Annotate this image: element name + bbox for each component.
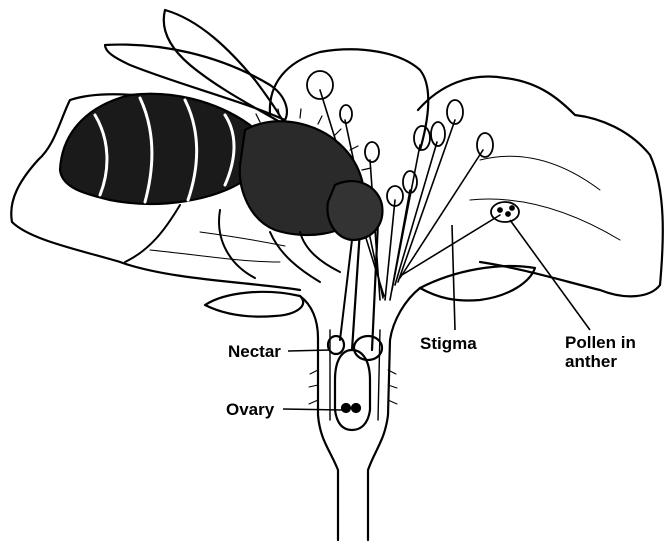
- label-pollen-in-anther: Pollen in anther: [565, 333, 657, 371]
- bee-abdomen: [60, 94, 260, 204]
- bee-proboscis: [340, 240, 352, 340]
- label-pollen-line1: Pollen in: [565, 333, 657, 352]
- label-nectar: Nectar: [228, 342, 281, 361]
- ovary: [335, 350, 370, 430]
- label-stigma: Stigma: [420, 334, 477, 353]
- receptacle: [300, 296, 338, 540]
- leader-stigma: [452, 225, 455, 330]
- sepal-right: [420, 266, 535, 300]
- label-ovary: Ovary: [226, 400, 274, 419]
- leader-ovary: [283, 409, 342, 410]
- petal-right: [418, 77, 663, 297]
- bee-head: [327, 181, 382, 240]
- leader-nectar: [288, 350, 330, 351]
- pollen-anther: [491, 202, 519, 222]
- label-pollen-line2: anther: [565, 352, 657, 371]
- leader-pollen: [510, 220, 590, 330]
- sepal-left: [205, 292, 303, 317]
